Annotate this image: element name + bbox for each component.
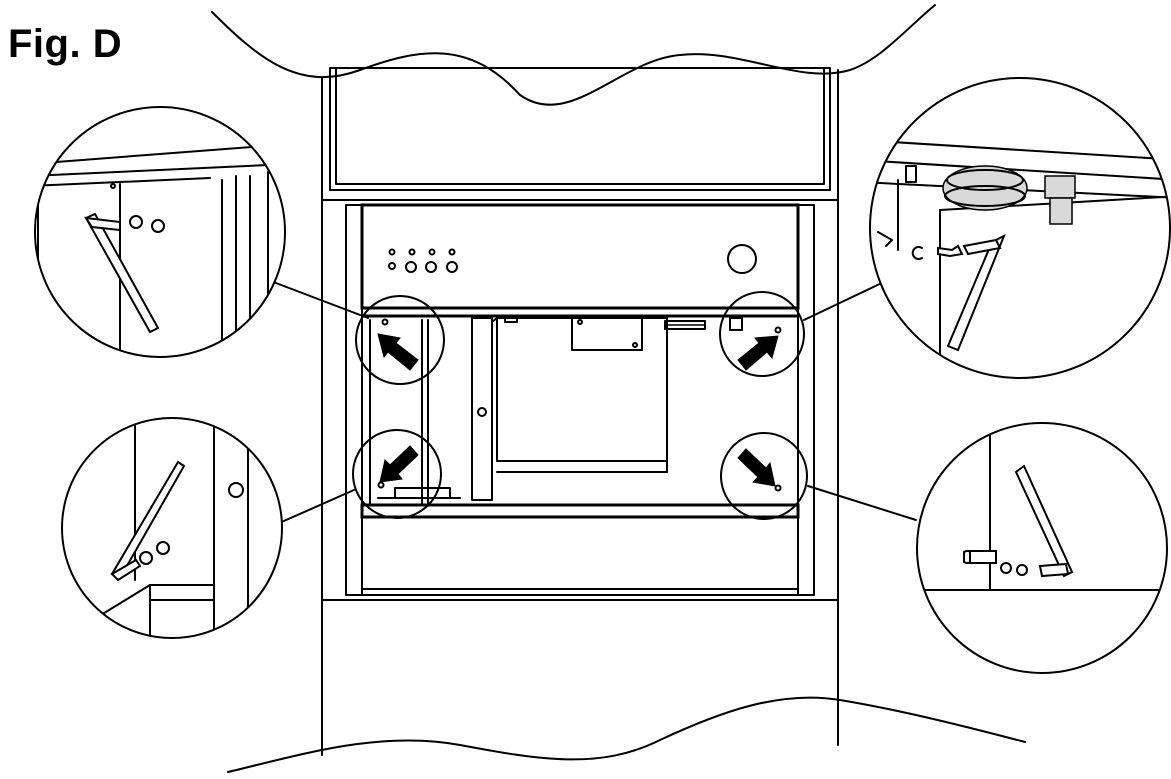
marker-tl <box>355 295 445 385</box>
foot-pad <box>942 165 1028 211</box>
detail-markers <box>352 291 808 520</box>
detail-bottom-right <box>916 422 1168 674</box>
cabinet <box>211 4 1026 773</box>
screw-hole-bl <box>377 481 385 489</box>
marker-tr <box>719 291 805 377</box>
appliance <box>345 203 815 596</box>
figure-title: Fig. D <box>8 22 123 66</box>
detail-bottom-left <box>61 417 283 639</box>
control-panel <box>360 203 800 310</box>
control-buttons <box>388 248 458 273</box>
screw-hole-tl <box>381 318 389 326</box>
control-knob <box>727 244 757 274</box>
hex-key-icon <box>946 233 1006 352</box>
hex-key-icon <box>84 212 160 334</box>
top-break-line <box>211 4 936 106</box>
screw-icon <box>129 215 143 229</box>
bottom-break-line <box>227 696 1026 773</box>
detail-top-right <box>869 77 1171 379</box>
lower-drawer <box>361 516 799 590</box>
upper-compartment <box>329 67 831 191</box>
screw-icon <box>139 551 153 565</box>
screw-hole-tr <box>774 326 782 334</box>
bold-arrow-icon <box>377 333 779 487</box>
marker-br <box>720 432 808 520</box>
hex-key-icon <box>1014 464 1074 578</box>
screw-icon <box>937 244 964 258</box>
screw-hole-br <box>774 484 782 492</box>
marker-bl <box>352 429 442 519</box>
detail-top-left <box>34 106 286 358</box>
door-hinge-panel <box>471 317 493 501</box>
